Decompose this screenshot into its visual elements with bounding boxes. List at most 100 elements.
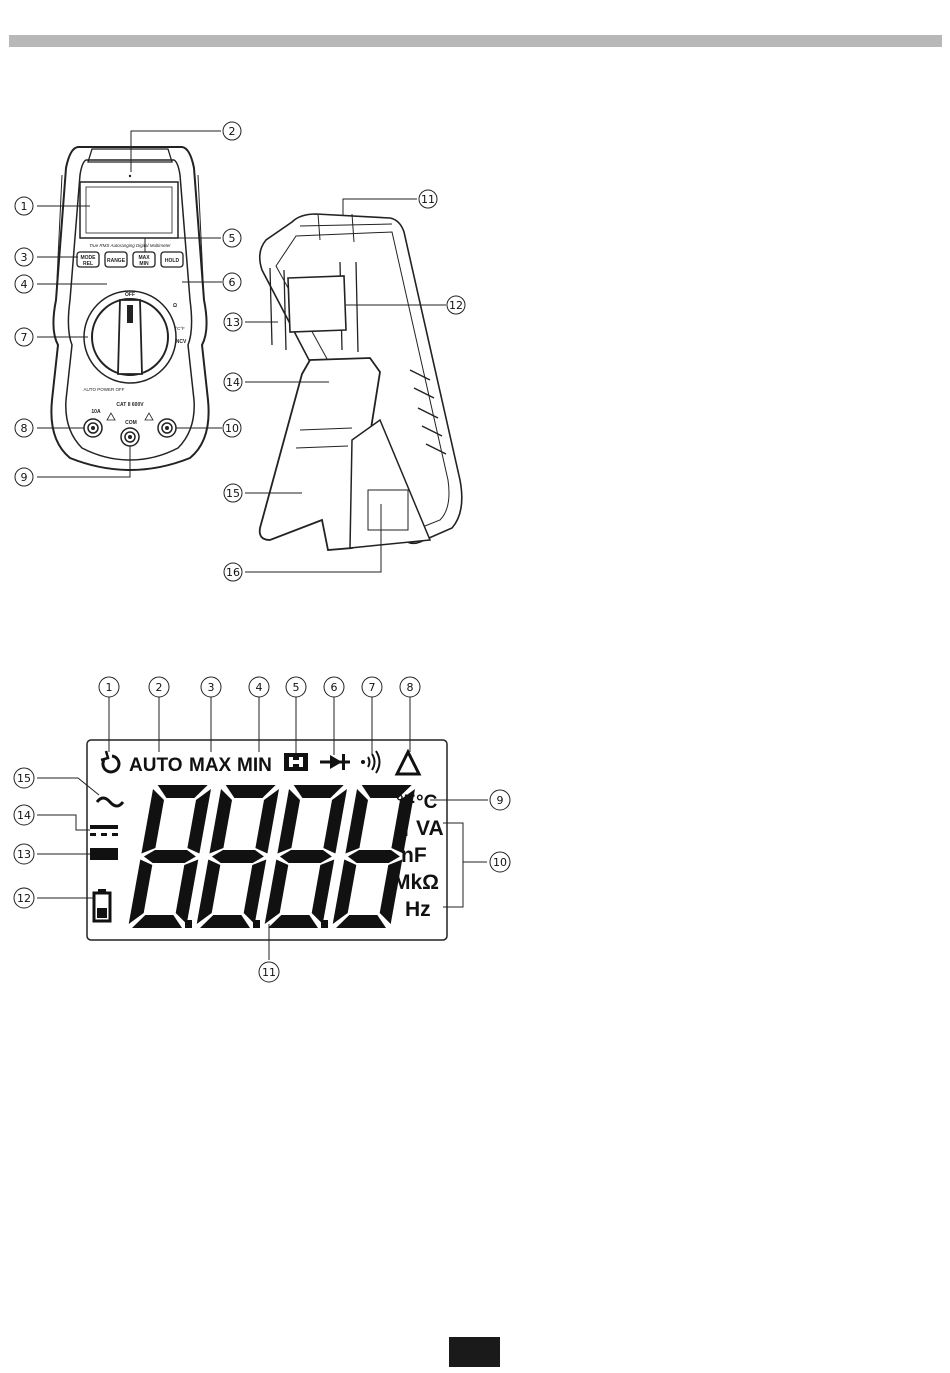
lcd-max: MAX [189, 755, 232, 776]
callout-front-8: 8 [15, 419, 33, 437]
svg-text:3: 3 [21, 251, 28, 264]
svg-text:4: 4 [21, 278, 28, 291]
jack-com-label: COM [125, 420, 137, 426]
svg-text:11: 11 [421, 193, 435, 206]
jack-com[interactable] [121, 428, 139, 446]
callout-front-5: 5 [223, 229, 241, 247]
dial-ncv-label: NCV [176, 339, 187, 345]
callout-back-11: 11 [419, 190, 437, 208]
svg-text:REL: REL [83, 261, 93, 267]
callout-lcd-14: 14 [14, 805, 34, 825]
dial-off-label: OFF [125, 292, 135, 298]
callout-back-14: 14 [224, 373, 242, 391]
lcd-hz: Hz [405, 898, 431, 921]
svg-text:12: 12 [449, 299, 463, 312]
cat-rating-label: CAT II 600V [116, 402, 144, 408]
multimeter-front-view: True RMS Autoranging Digital Multimeter … [51, 147, 208, 470]
svg-text:1: 1 [106, 681, 113, 694]
callout-front-1: 1 [15, 197, 33, 215]
svg-text:10: 10 [493, 856, 507, 869]
callout-back-12: 12 [447, 296, 465, 314]
callout-lcd-1: 1 [99, 677, 119, 697]
callout-front-4: 4 [15, 275, 33, 293]
hold-icon [284, 753, 308, 771]
rotary-dial[interactable] [84, 291, 176, 383]
svg-text:HOLD: HOLD [165, 258, 180, 264]
device-banner: True RMS Autoranging Digital Multimeter [89, 243, 171, 248]
callout-back-15: 15 [224, 484, 242, 502]
svg-text:13: 13 [226, 316, 240, 329]
callout-lcd-10: 10 [490, 852, 510, 872]
callout-front-2: 2 [223, 122, 241, 140]
callout-lcd-6: 6 [324, 677, 344, 697]
svg-text:16: 16 [226, 566, 240, 579]
svg-text:MIN: MIN [139, 261, 149, 267]
lcd-display: AUTO MAX MIN [87, 740, 447, 940]
callout-lcd-15: 15 [14, 768, 34, 788]
decimal-point-3 [321, 920, 328, 928]
negative-sign-segment [90, 848, 118, 860]
svg-text:4: 4 [256, 681, 263, 694]
svg-text:6: 6 [331, 681, 338, 694]
svg-text:8: 8 [407, 681, 414, 694]
lcd-deg-c: °C [416, 792, 438, 813]
svg-text:1: 1 [21, 200, 28, 213]
page-number-tab [449, 1337, 500, 1367]
lcd-nf: nF [401, 844, 427, 867]
callout-front-3: 3 [15, 248, 33, 266]
svg-text:11: 11 [262, 966, 276, 979]
callout-lcd-5: 5 [286, 677, 306, 697]
auto-power-off-label: AUTO POWER OFF [84, 387, 125, 392]
dial-temp-label: °C°F [175, 326, 185, 331]
callout-lcd-7: 7 [362, 677, 382, 697]
hold-button[interactable]: HOLD [161, 252, 183, 267]
svg-text:3: 3 [208, 681, 215, 694]
svg-text:5: 5 [293, 681, 300, 694]
svg-text:15: 15 [226, 487, 240, 500]
lcd-min: MIN [237, 755, 272, 776]
callout-lcd-3: 3 [201, 677, 221, 697]
callout-lcd-2: 2 [149, 677, 169, 697]
svg-text:7: 7 [21, 331, 28, 344]
svg-text:13: 13 [17, 848, 31, 861]
svg-text:15: 15 [17, 772, 31, 785]
max-min-button[interactable]: MAX MIN [133, 252, 155, 267]
callout-lcd-4: 4 [249, 677, 269, 697]
svg-text:RANGE: RANGE [107, 258, 126, 264]
callout-front-7: 7 [15, 328, 33, 346]
lcd-auto: AUTO [129, 755, 182, 776]
lcd-mu: m [395, 823, 408, 840]
jack-volt-ohm[interactable] [158, 419, 176, 437]
callout-front-9: 9 [15, 468, 33, 486]
dial-ohm-label: Ω [173, 303, 177, 309]
callout-lcd-13: 13 [14, 844, 34, 864]
svg-text:14: 14 [226, 376, 240, 389]
callout-front-6: 6 [223, 273, 241, 291]
callout-lcd-11: 11 [259, 962, 279, 982]
jack-10a[interactable] [84, 419, 102, 437]
lcd-mkohm: MkΩ [393, 871, 439, 894]
callout-lcd-8: 8 [400, 677, 420, 697]
svg-text:8: 8 [21, 422, 28, 435]
callout-lcd-12: 12 [14, 888, 34, 908]
svg-text:12: 12 [17, 892, 31, 905]
svg-text:5: 5 [229, 232, 236, 245]
decimal-point-1 [185, 920, 192, 928]
svg-text:9: 9 [21, 471, 28, 484]
sensor-icon [129, 175, 131, 177]
svg-text:14: 14 [17, 809, 31, 822]
lcd-va: VA [416, 817, 444, 840]
range-button[interactable]: RANGE [105, 252, 127, 267]
callout-lcd-9: 9 [490, 790, 510, 810]
svg-text:6: 6 [229, 276, 236, 289]
svg-text:9: 9 [497, 794, 504, 807]
svg-text:2: 2 [229, 125, 236, 138]
svg-text:10: 10 [225, 422, 239, 435]
mode-rel-button[interactable]: MODE REL [77, 252, 99, 267]
svg-text:7: 7 [369, 681, 376, 694]
callout-front-10: 10 [223, 419, 241, 437]
callout-back-16: 16 [224, 563, 242, 581]
lcd-deg-f: °F [396, 792, 415, 813]
svg-text:2: 2 [156, 681, 163, 694]
